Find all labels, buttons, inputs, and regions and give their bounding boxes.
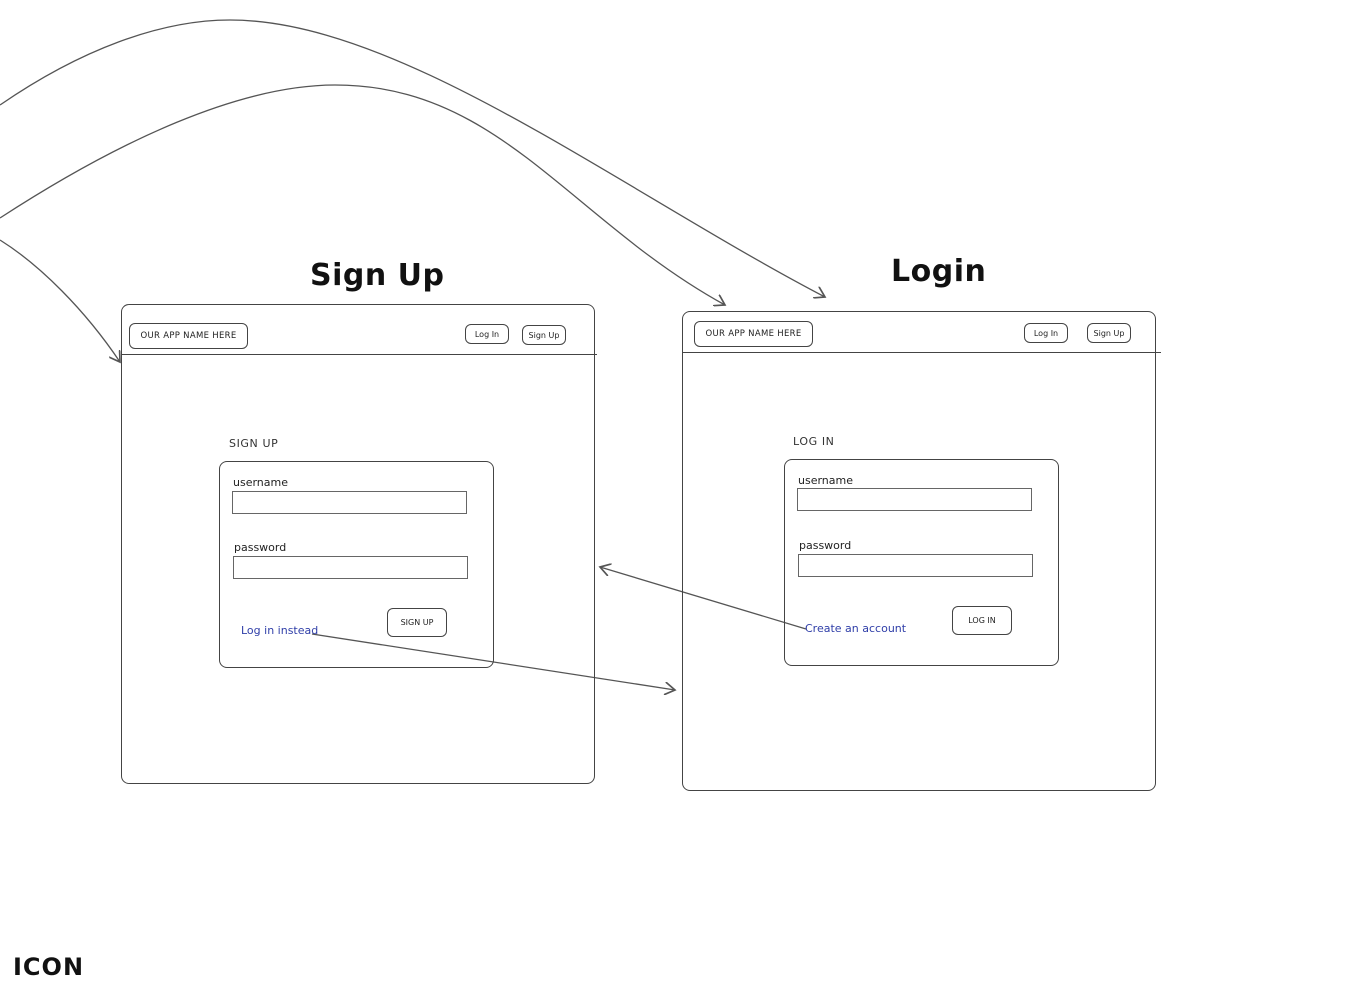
signup-app-name-button[interactable]: OUR APP NAME HERE [129, 323, 248, 349]
signup-form-card [219, 461, 494, 668]
signup-nav-signup-button[interactable]: Sign Up [522, 325, 566, 345]
login-password-label: password [799, 539, 852, 552]
signup-frame-title: Sign Up [310, 258, 445, 293]
login-frame-title: Login [891, 254, 987, 289]
signup-nav-divider [121, 354, 597, 355]
signup-password-input[interactable] [233, 556, 468, 579]
signup-password-label: password [234, 541, 287, 554]
login-form-heading: LOG IN [793, 435, 835, 448]
login-username-input[interactable] [797, 488, 1032, 511]
login-nav-login-button[interactable]: Log In [1024, 323, 1068, 343]
signup-username-input[interactable] [232, 491, 467, 514]
arrow-left-to-signup-frame [0, 239, 120, 362]
login-app-name-button[interactable]: OUR APP NAME HERE [694, 321, 813, 347]
signup-nav-login-button[interactable]: Log In [465, 324, 509, 344]
login-password-input[interactable] [798, 554, 1033, 577]
signup-form-heading: SIGN UP [229, 437, 279, 450]
login-frame [682, 311, 1156, 791]
signup-frame [121, 304, 595, 784]
signup-submit-button[interactable]: SIGN UP [387, 608, 447, 637]
arrow-top-to-login-frame [0, 19, 825, 297]
login-nav-divider [682, 352, 1161, 353]
login-instead-link[interactable]: Log in instead [241, 624, 319, 637]
create-account-link[interactable]: Create an account [805, 622, 907, 635]
login-username-label: username [798, 474, 853, 487]
login-nav-signup-button[interactable]: Sign Up [1087, 323, 1131, 343]
login-submit-button[interactable]: LOG IN [952, 606, 1012, 635]
signup-username-label: username [233, 476, 288, 489]
icon-label: ICON [13, 953, 85, 981]
login-form-card [784, 459, 1059, 666]
